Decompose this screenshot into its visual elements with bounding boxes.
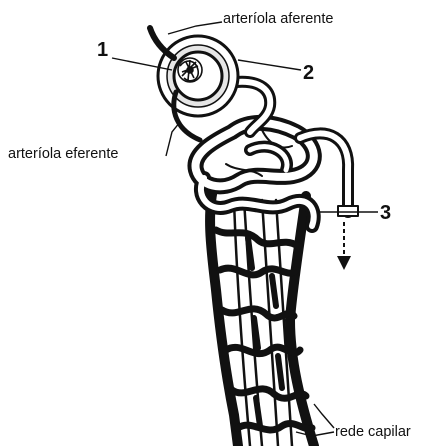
glomerulus — [178, 58, 202, 82]
afferent-arteriole — [150, 28, 174, 58]
label-rede-capilar: rede capilar — [335, 425, 411, 440]
marker-3: 3 — [380, 203, 391, 223]
leader-2 — [238, 60, 301, 70]
flow-arrow-icon — [337, 222, 351, 270]
leader-rede-capilar-a — [314, 404, 334, 428]
marker-1: 1 — [97, 40, 108, 60]
label-arteriola-eferente: arteríola eferente — [8, 147, 118, 162]
marker-2: 2 — [303, 63, 314, 83]
leader-arteriola-aferente — [168, 22, 222, 34]
loop-of-henle — [210, 185, 314, 446]
leader-arteriola-eferente — [166, 122, 180, 156]
label-arteriola-aferente: arteríola aferente — [223, 12, 333, 27]
